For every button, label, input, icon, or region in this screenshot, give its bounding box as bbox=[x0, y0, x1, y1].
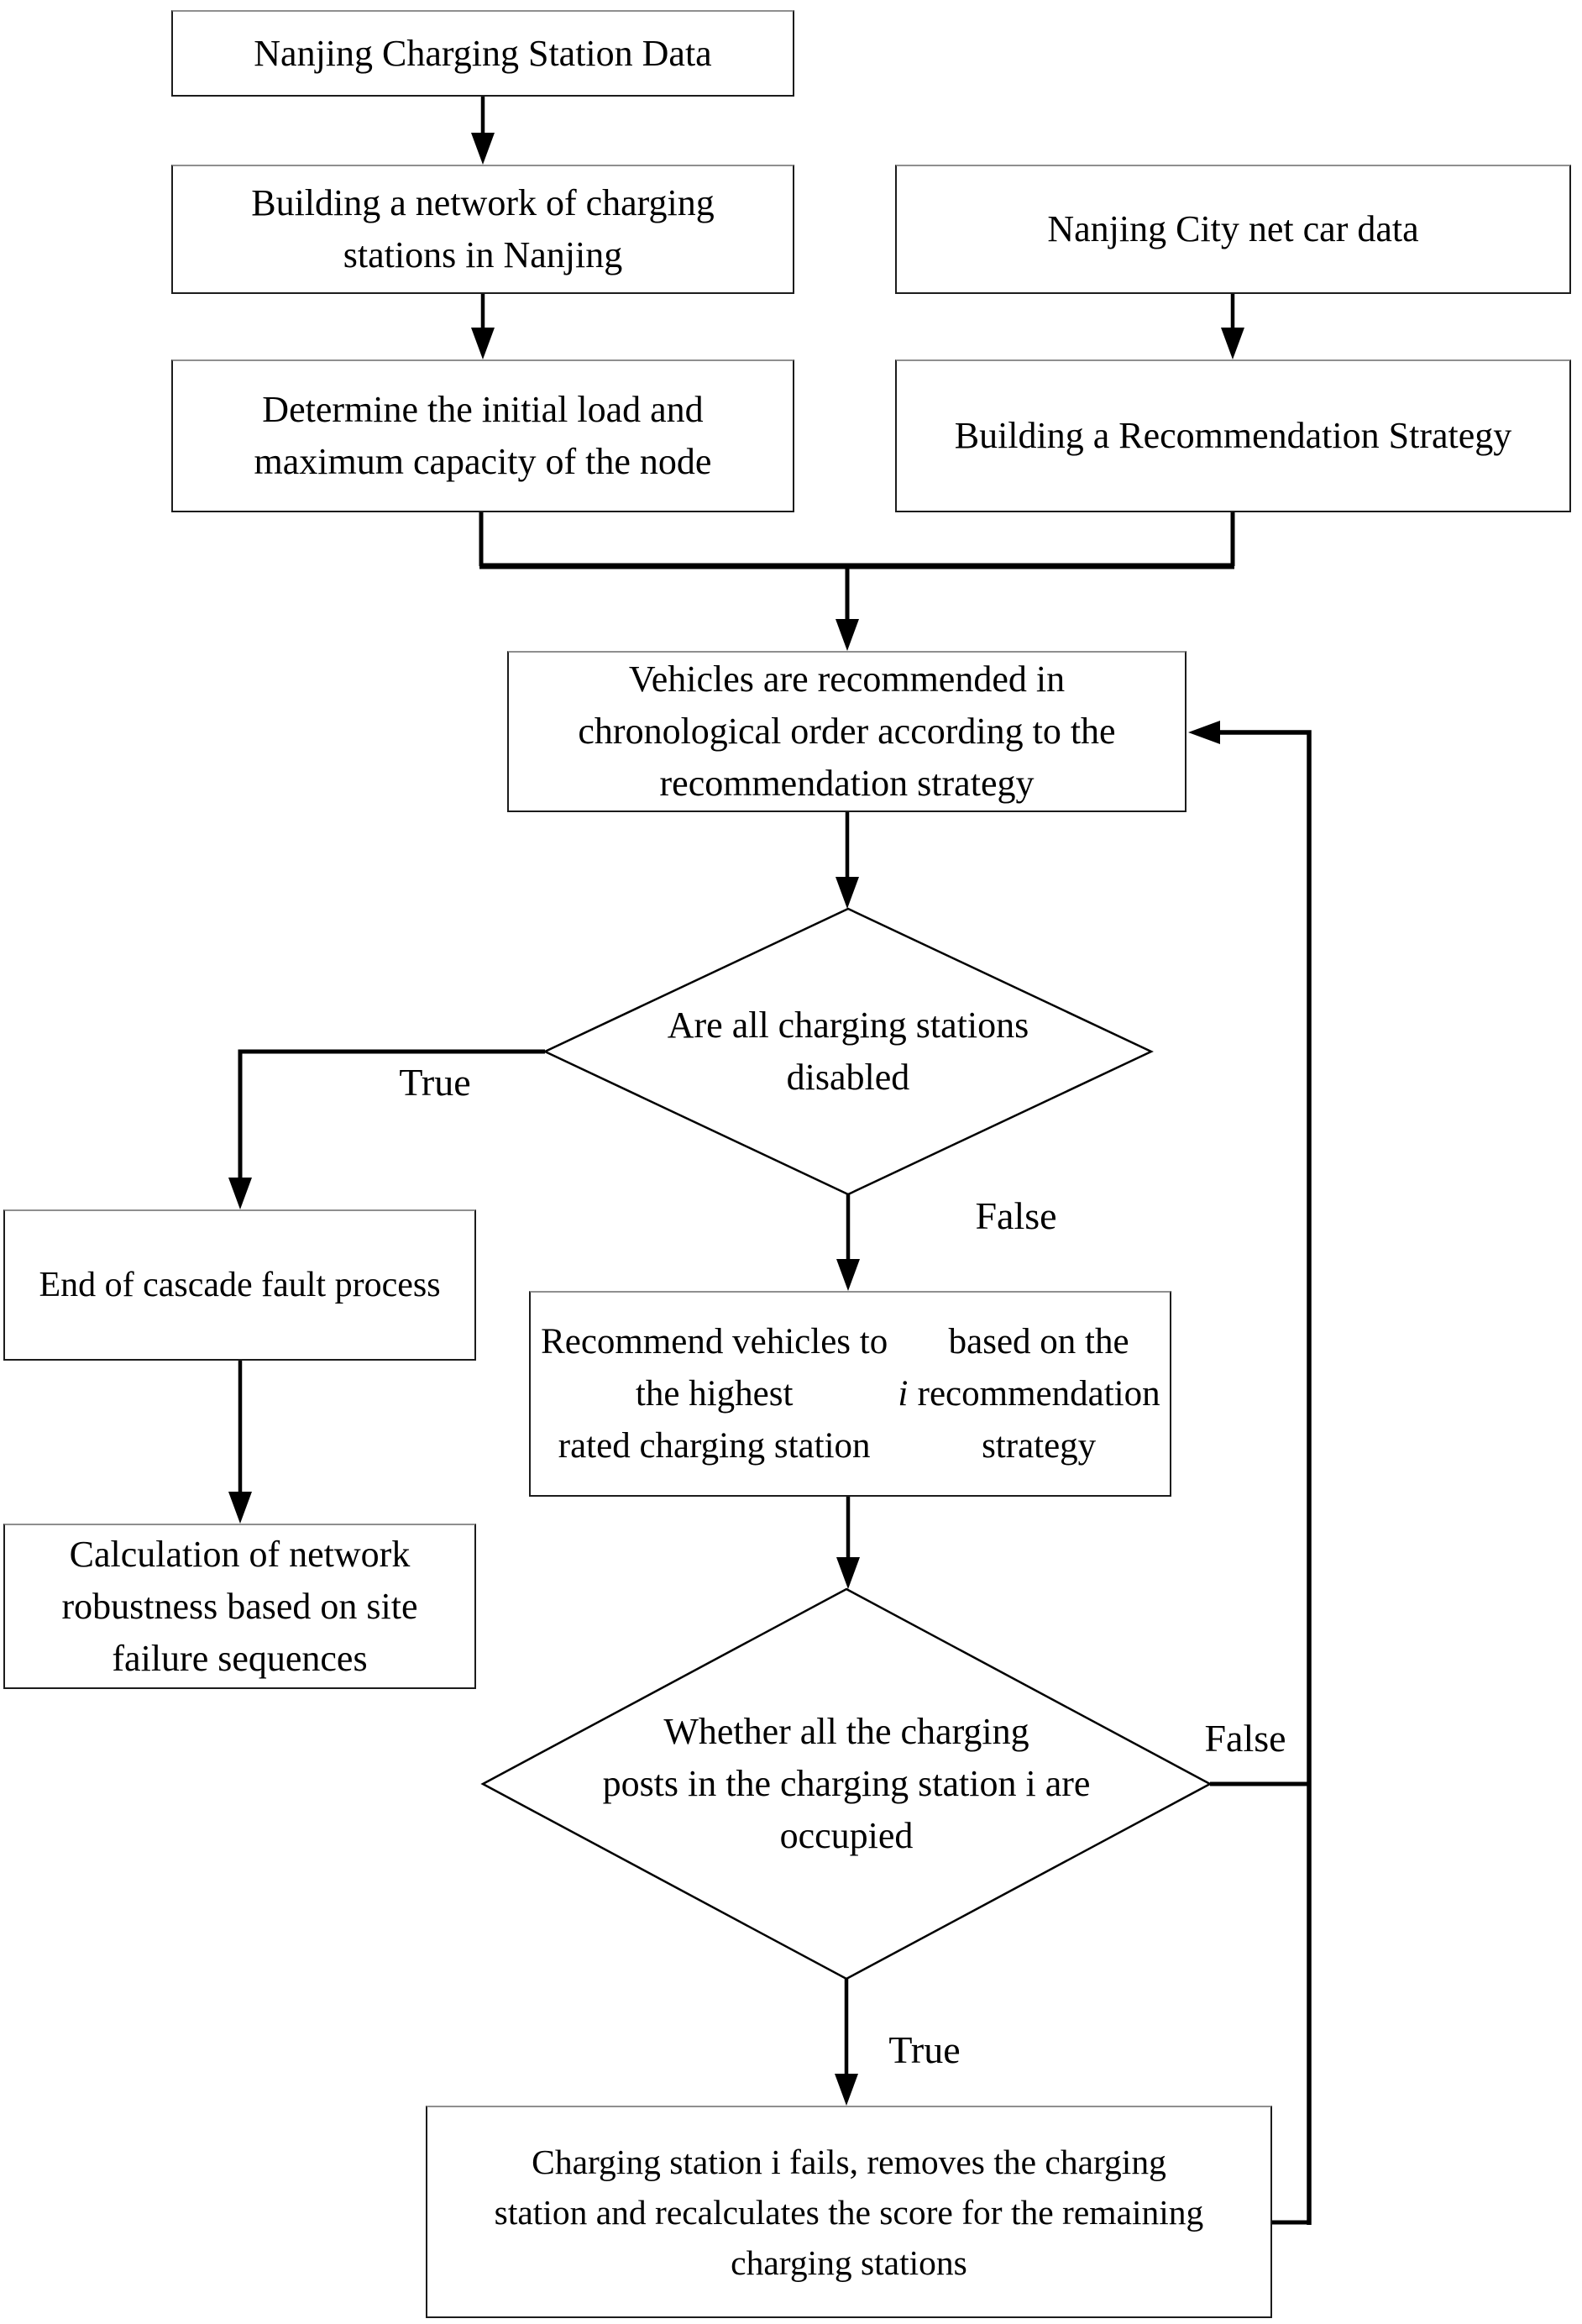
edge-label-false-occupied: False bbox=[1204, 1717, 1286, 1760]
flow-node-build-strategy: Building a Recommendation Strategy bbox=[895, 359, 1571, 512]
flow-node-nanjing-charging-station-data: Nanjing Charging Station Data bbox=[171, 10, 794, 97]
arrowhead-recommend-highest-to-posts-occupied bbox=[836, 1557, 860, 1589]
arrowhead-feedback-to-recommend-order bbox=[1188, 721, 1220, 744]
flow-decision-all-stations-disabled: Are all charging stations disabled bbox=[667, 1005, 1029, 1098]
arrowhead-all-disabled-to-end-cascade bbox=[228, 1178, 252, 1209]
flow-node-station-fails: Charging station i fails, removes the ch… bbox=[426, 2106, 1272, 2318]
edge-label-true-occupied: True bbox=[888, 2028, 961, 2071]
diamond-shape-posts-occupied bbox=[480, 1587, 1213, 1980]
edge-label-false-disabled: False bbox=[975, 1194, 1057, 1237]
flow-decision-posts-occupied: Whether all the charging posts in the ch… bbox=[602, 1711, 1091, 1856]
flow-node-net-car-data: Nanjing City net car data bbox=[895, 165, 1571, 294]
connector-feedback-to-recommend-order bbox=[1218, 730, 1312, 2225]
flow-node-build-network: Building a network of charging stations … bbox=[171, 165, 794, 294]
arrowhead-posts-occupied-to-station-fails bbox=[835, 2074, 858, 2106]
diamond-shape-all-disabled bbox=[542, 907, 1154, 1196]
arrowhead-station-data-to-build-network bbox=[471, 133, 495, 165]
arrowhead-merge-to-recommend-order bbox=[836, 619, 859, 651]
arrowhead-all-disabled-to-recommend-highest bbox=[836, 1259, 860, 1291]
arrowhead-end-cascade-to-calc-robustness bbox=[228, 1492, 252, 1524]
flow-node-initial-load: Determine the initial load and maximum c… bbox=[171, 359, 794, 512]
edge-label-true-disabled: True bbox=[399, 1061, 471, 1104]
arrowhead-build-network-to-initial-load bbox=[471, 328, 495, 359]
flow-node-recommend-highest: Recommend vehicles to the highest rated … bbox=[529, 1291, 1171, 1497]
flow-node-recommend-order: Vehicles are recommended in chronologica… bbox=[507, 651, 1186, 812]
connector-all-disabled-to-end-cascade bbox=[238, 1049, 545, 1180]
arrowhead-net-car-data-to-build-strategy bbox=[1221, 328, 1244, 359]
flow-node-calc-robustness: Calculation of network robustness based … bbox=[3, 1524, 476, 1689]
arrowhead-recommend-order-to-all-disabled bbox=[836, 877, 859, 909]
flow-node-end-cascade: End of cascade fault process bbox=[3, 1209, 476, 1361]
